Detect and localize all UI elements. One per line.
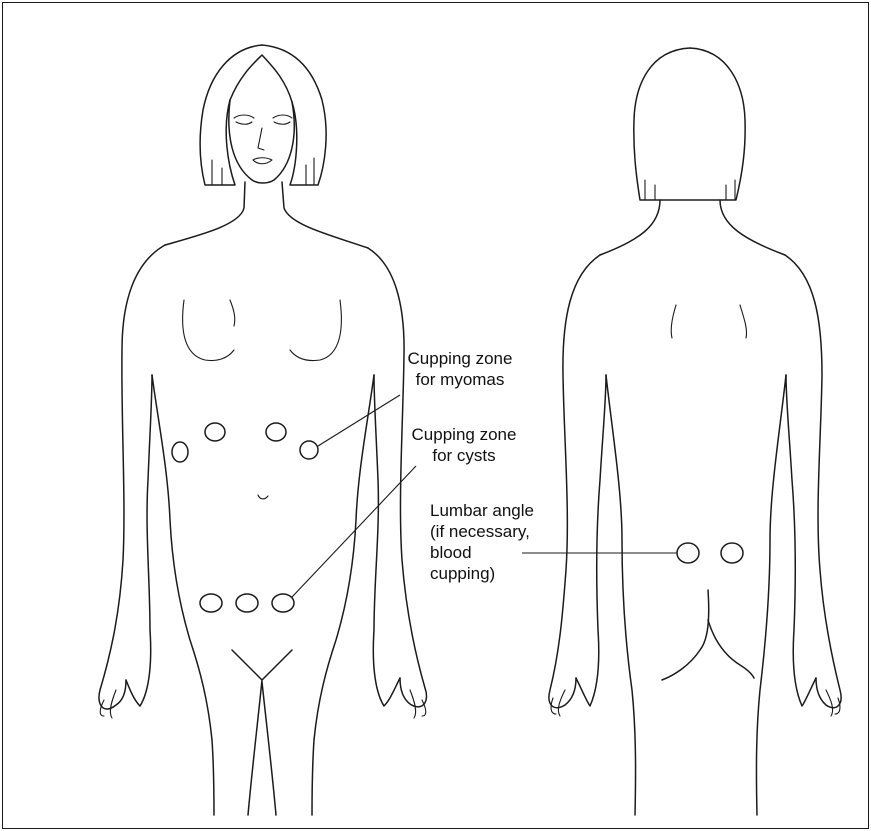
cup-circle	[236, 594, 258, 612]
cup-circle	[272, 594, 294, 612]
cup-circle	[721, 543, 743, 563]
cup-circle	[200, 594, 222, 612]
leader-myomas	[318, 395, 400, 446]
cup-circle	[677, 543, 699, 563]
label-myomas: Cupping zone for myomas	[400, 348, 520, 390]
front-figure	[99, 45, 427, 815]
cup-circle	[266, 423, 286, 441]
cup-circle	[205, 423, 225, 441]
cups-cysts	[200, 594, 294, 612]
back-figure	[549, 48, 841, 815]
cup-circle	[300, 441, 318, 459]
label-lumbar: Lumbar angle (if necessary, blood cuppin…	[430, 500, 570, 584]
cup-circle	[172, 442, 188, 462]
cups-lumbar	[677, 543, 743, 563]
leader-cysts	[292, 466, 416, 597]
cups-myomas	[172, 423, 318, 462]
label-cysts: Cupping zone for cysts	[404, 424, 524, 466]
